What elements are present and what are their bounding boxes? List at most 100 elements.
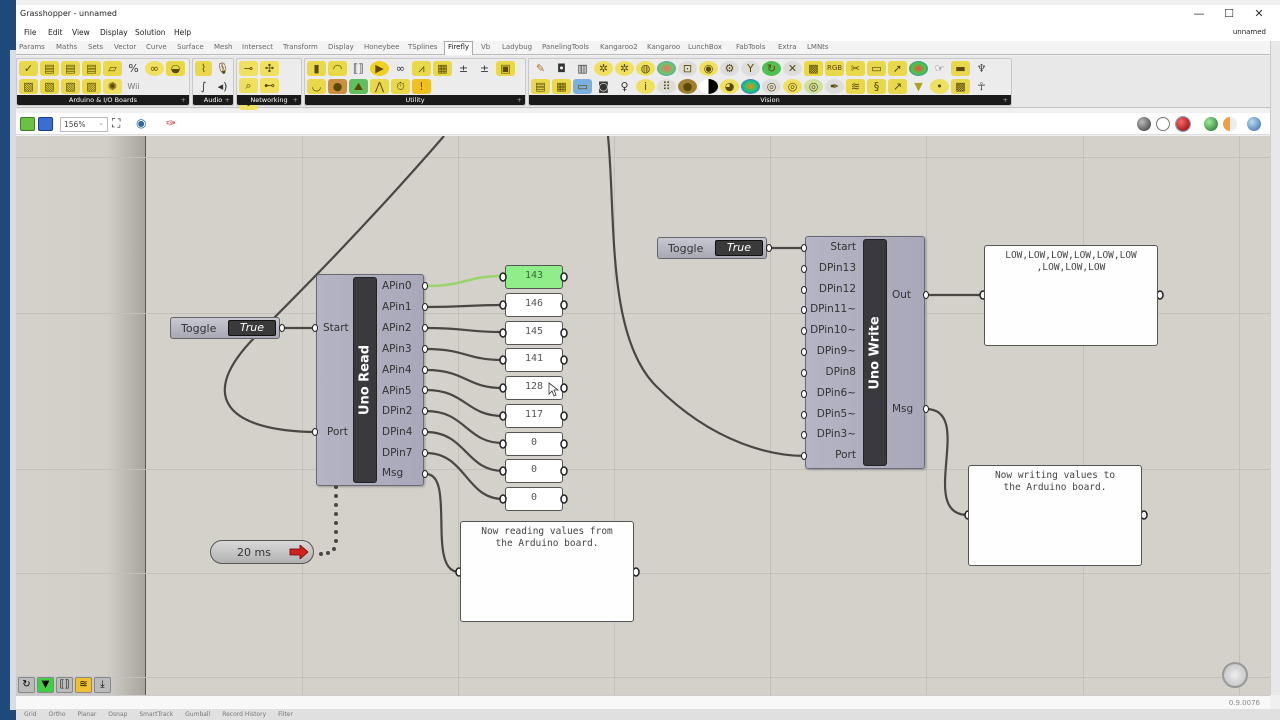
tab-curve[interactable]: Curve	[146, 43, 167, 51]
value-panel-dpin7[interactable]: 0	[505, 487, 563, 511]
dark-sphere-icon[interactable]: ●	[678, 79, 697, 94]
uno-write-port-port[interactable]	[801, 452, 807, 460]
uno-write-dpin10-port[interactable]	[801, 327, 807, 335]
webcam-icon[interactable]: ♀	[620, 80, 629, 93]
wave-icon[interactable]: ≋	[75, 677, 92, 693]
http-icon[interactable]: ⌕	[239, 78, 258, 93]
rgb-circles-icon[interactable]	[909, 61, 928, 76]
value-panel-apin0[interactable]: 143	[505, 265, 563, 289]
speaker-icon[interactable]: ◂)	[217, 80, 228, 93]
download-icon[interactable]: ⤓	[94, 677, 111, 693]
tab-honeybee[interactable]: Honeybee	[364, 43, 400, 51]
smoothing2-icon[interactable]: ◡	[307, 79, 326, 94]
smoothing-icon[interactable]: ◠	[328, 61, 347, 76]
vision-snake-icon[interactable]: §	[867, 79, 886, 94]
vision-circle-icon[interactable]: ◉	[699, 61, 718, 76]
check-gumball[interactable]: Gumball	[185, 711, 211, 718]
uno-write-component[interactable]: Uno Write Start DPin13 DPin12 DPin11~ DP…	[805, 236, 925, 469]
vision-filter3-icon[interactable]: ◍	[636, 61, 655, 76]
data-log-icon[interactable]: ●	[328, 79, 347, 94]
value-panel-apin4[interactable]: 128	[505, 376, 563, 400]
uno-write-dpin8-port[interactable]	[801, 369, 807, 377]
tab-lunchbox[interactable]: LunchBox	[688, 43, 722, 51]
wireframe-sphere-icon[interactable]	[1156, 117, 1170, 131]
info-icon[interactable]: i	[636, 79, 655, 94]
navigation-compass[interactable]	[1222, 662, 1248, 688]
uno-read-dpin2-port[interactable]	[422, 407, 428, 415]
color-wheel-icon[interactable]	[657, 61, 676, 76]
tab-lmnts[interactable]: LMNts	[807, 43, 829, 51]
due-write-icon[interactable]: ▧	[61, 79, 80, 94]
hand-icon[interactable]: ☞	[934, 62, 945, 75]
osc-icon[interactable]: ✣	[260, 61, 279, 76]
wii-icon[interactable]: Wii	[127, 82, 140, 91]
stopwatch-icon[interactable]: ⏱	[391, 79, 410, 94]
vision-pick-icon[interactable]: ↗	[888, 79, 907, 94]
uno-read-port-port[interactable]	[312, 428, 318, 436]
vision-y-icon[interactable]: Y	[741, 61, 760, 76]
check-filter[interactable]: Filter	[278, 711, 293, 718]
camera-icon[interactable]: ◘	[557, 62, 566, 75]
uno-write-dpin9-port[interactable]	[801, 348, 807, 356]
tab-firefly[interactable]: Firefly	[444, 41, 474, 55]
vision-rotate-icon[interactable]: ↻	[762, 61, 781, 76]
uno-read-apin3-port[interactable]	[422, 345, 428, 353]
tab-surface[interactable]: Surface	[177, 43, 204, 51]
uno-read-icon[interactable]: ▤	[40, 61, 59, 76]
uno-read-apin2-port[interactable]	[422, 324, 428, 332]
figure-icon[interactable]: ☥	[977, 80, 986, 93]
write-message-panel[interactable]: Now writing values to the Arduino board.	[968, 465, 1142, 566]
tab-panelingtools[interactable]: PanelingTools	[542, 43, 589, 51]
vision-arrow-icon[interactable]: ➚	[888, 61, 907, 76]
menu-edit[interactable]: Edit	[48, 28, 63, 37]
check-ortho[interactable]: Ortho	[48, 711, 66, 718]
depth-icon[interactable]: ▤	[531, 79, 550, 94]
peak-icon[interactable]: ⛰	[349, 79, 368, 94]
uno-write-dpin5-port[interactable]	[801, 411, 807, 419]
menu-solution[interactable]: Solution	[135, 28, 166, 37]
check-planar[interactable]: Planar	[77, 711, 97, 718]
bracket-icon[interactable]: ⟦⟧	[56, 677, 73, 693]
binary-icon[interactable]: ▮	[307, 61, 326, 76]
write-output-panel[interactable]: LOW,LOW,LOW,LOW,LOW,LOW ,LOW,LOW,LOW	[984, 245, 1158, 346]
audio-curve-icon[interactable]: ∫	[200, 80, 207, 93]
close-button[interactable]: ✕	[1254, 7, 1264, 20]
value-panel-apin5[interactable]: 117	[505, 404, 563, 428]
tab-vb[interactable]: Vb	[481, 43, 491, 51]
port-open-icon[interactable]: ◒	[166, 61, 185, 76]
board-icon[interactable]: ▱	[103, 61, 122, 76]
preview-off-sphere-icon[interactable]	[1137, 117, 1151, 131]
mega-read-icon[interactable]: ▤	[61, 61, 80, 76]
menu-help[interactable]: Help	[174, 28, 192, 37]
uno-write-out-port[interactable]	[923, 291, 929, 299]
brush-icon[interactable]: ✎	[535, 62, 546, 75]
rotate-view-icon[interactable]: ↻	[18, 677, 35, 693]
grasshopper-canvas[interactable]: Toggle True Uno Read Start Port APin0 AP…	[16, 136, 1270, 695]
value-panel-apin1[interactable]: 146	[505, 293, 563, 317]
checker-icon[interactable]: ▩	[804, 61, 823, 76]
menu-view[interactable]: View	[72, 28, 90, 37]
value-panel-apin3[interactable]: 141	[505, 348, 563, 372]
preview-blue-sphere-icon[interactable]	[1247, 117, 1261, 131]
vision-frame-icon[interactable]: ⊡	[678, 61, 697, 76]
tab-ladybug[interactable]: Ladybug	[502, 43, 533, 51]
film-icon[interactable]: ▥	[577, 62, 588, 75]
open-file-icon[interactable]	[20, 117, 35, 131]
zoom-extents-icon[interactable]: ⛶	[112, 116, 121, 130]
vision-filter2-icon[interactable]: ✲	[615, 61, 634, 76]
clapper-icon[interactable]: ▦	[433, 61, 452, 76]
udp-send-icon[interactable]: ⊸	[239, 61, 258, 76]
tab-intersect[interactable]: Intersect	[242, 43, 273, 51]
buffer-icon[interactable]: ⟦⟧	[353, 62, 364, 75]
toggle-read-start[interactable]: Toggle True	[170, 317, 280, 339]
menu-display[interactable]: Display	[100, 28, 128, 37]
tab-transform[interactable]: Transform	[283, 43, 318, 51]
uno-write-icon[interactable]: ▧	[19, 79, 38, 94]
document-name[interactable]: unnamed	[1232, 28, 1266, 36]
grid-icon[interactable]: ▩	[951, 79, 970, 94]
dots-icon[interactable]: ⠿	[657, 79, 676, 94]
uno-read-component[interactable]: Uno Read Start Port APin0 APin1 APin2 AP…	[316, 274, 424, 486]
tab-vector[interactable]: Vector	[114, 43, 137, 51]
uno-read-apin4-port[interactable]	[422, 366, 428, 374]
selected-green-sphere-icon[interactable]	[1204, 117, 1218, 131]
